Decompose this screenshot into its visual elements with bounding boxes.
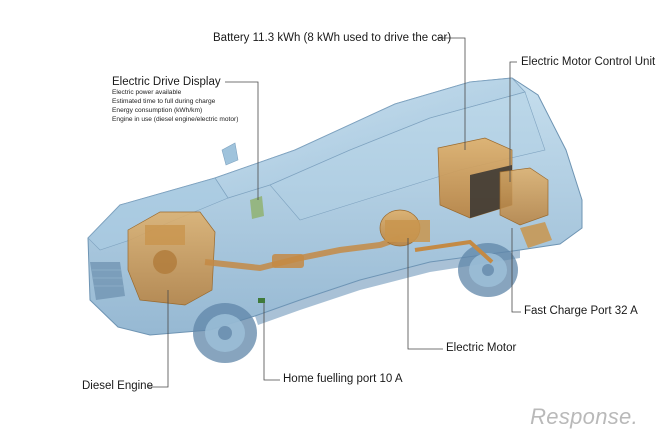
label-electric-drive-display: Electric Drive Display (112, 76, 221, 88)
label-fast-charge-port: Fast Charge Port 32 A (524, 305, 638, 317)
wheel-rear (458, 243, 518, 297)
leader-fast-charge (511, 228, 521, 313)
display-item-2: Estimated time to full during charge (112, 98, 216, 105)
label-motor-control-unit: Electric Motor Control Unit (521, 56, 656, 68)
leader-display (225, 81, 259, 200)
home-port (258, 298, 265, 303)
response-logo: Response. (530, 404, 638, 429)
label-battery: Battery 11.3 kWh (8 kWh used to drive th… (213, 32, 452, 44)
leader-electric-motor (407, 238, 443, 350)
label-home-fuelling-port: Home fuelling port 10 A (283, 373, 403, 385)
leader-diesel-engine (147, 290, 169, 388)
diesel-engine-block (127, 211, 216, 306)
display-screen (250, 196, 264, 219)
leader-home-fuelling (263, 303, 280, 381)
display-item-4: Engine in use (diesel engine/electric mo… (112, 116, 239, 123)
label-electric-motor: Electric Motor (446, 342, 517, 354)
exhaust-pipe (204, 235, 401, 272)
wheel-front (193, 303, 257, 363)
leader-motor-control (509, 61, 517, 182)
label-diesel-engine: Diesel Engine (82, 380, 153, 392)
display-item-3: Energy consumption (kWh/km) (112, 107, 203, 114)
electric-motor-block (379, 209, 494, 264)
leader-lines (147, 37, 521, 388)
motor-control-unit (499, 167, 552, 248)
display-item-1: Electric power available (112, 89, 182, 96)
leader-battery (437, 37, 466, 150)
